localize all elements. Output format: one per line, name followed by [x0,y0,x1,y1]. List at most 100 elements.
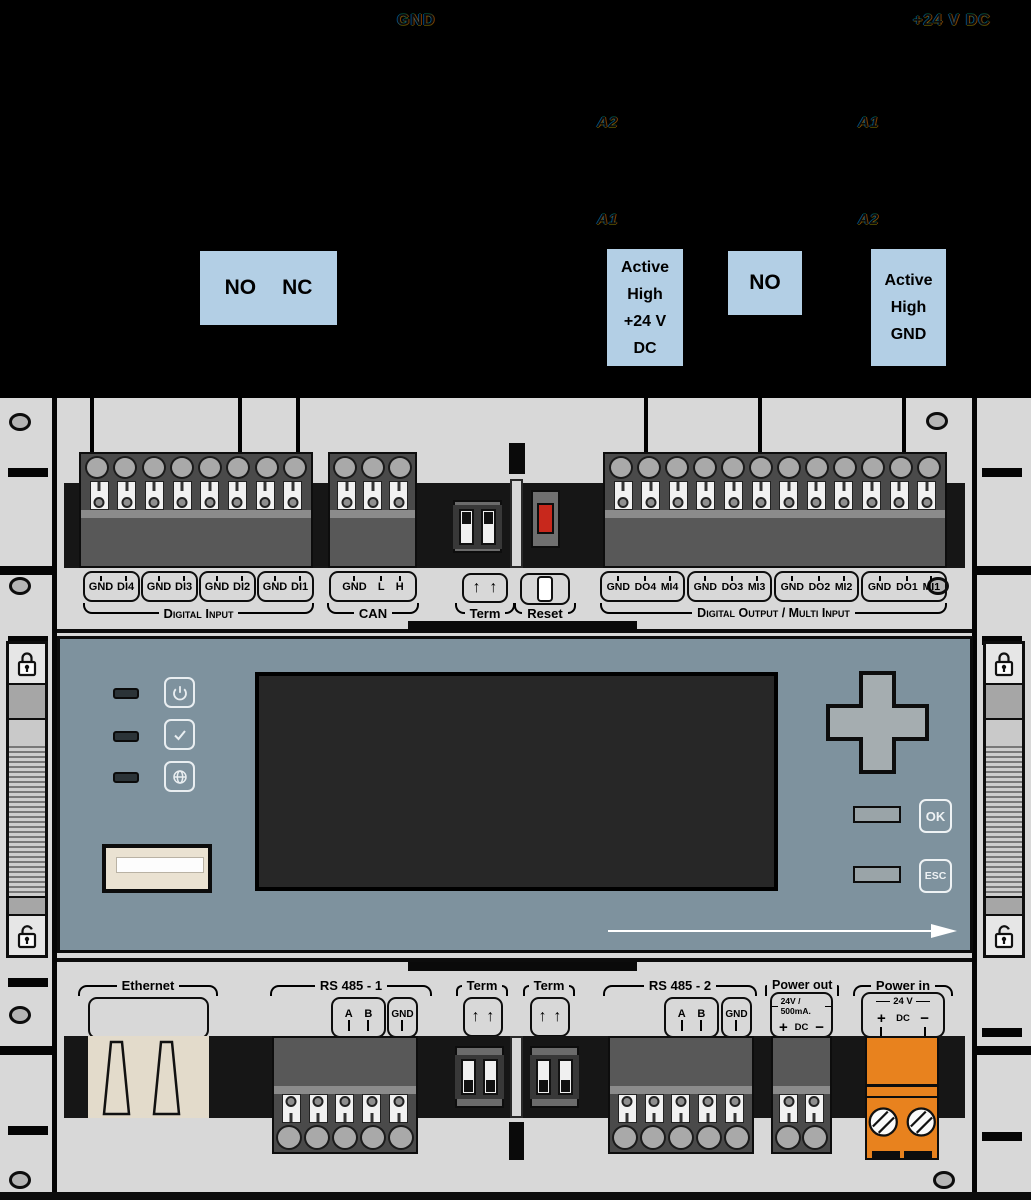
right-rail-border [972,398,977,1196]
terminal-screw[interactable] [332,1125,358,1150]
terminal-screw[interactable] [749,456,773,479]
terminal-screw[interactable] [861,456,885,479]
term1-arrows-box: ↑↑ [463,997,503,1037]
minus-terminal-label: − [815,1019,824,1036]
dip-switch-1[interactable] [536,1059,551,1095]
terminal-screw[interactable] [141,456,166,479]
terminal-screw[interactable] [282,456,307,479]
terminal-screw[interactable] [387,456,412,479]
terminal-screw[interactable] [360,456,385,479]
terminal-screw[interactable] [113,456,138,479]
do1-wire [902,398,906,458]
screw-row [610,1123,752,1152]
digital-input-terminal-block[interactable] [79,452,313,568]
terminal-label: MI3 [747,580,766,593]
terminal-screw[interactable] [169,456,194,479]
power-in-terminal-block[interactable] [865,1036,939,1160]
reset-button[interactable] [537,503,554,534]
network-button[interactable] [164,761,195,792]
dip-switch-2[interactable] [558,1059,573,1095]
terminal-screw[interactable] [226,456,251,479]
rs485-1-terminal-block[interactable] [272,1036,418,1154]
rail-notch [8,468,48,477]
rail-divider [0,566,52,575]
no-nc-contact-box: NO NC [200,251,337,325]
terminal-label: GND [262,580,288,593]
can-terminal-block[interactable] [328,452,417,568]
terminal-screw[interactable] [721,456,745,479]
minus-terminal-label: − [920,1010,929,1027]
dc-label: DC [794,1022,809,1033]
terminal-screw[interactable] [254,456,279,479]
terminal-screw[interactable] [609,456,633,479]
terminal-screw[interactable] [696,1125,722,1150]
can-term-dip-switch[interactable] [453,500,502,553]
terminal-screw[interactable] [917,456,941,479]
block-body [330,518,415,566]
lock-closed-icon [986,644,1022,683]
terminal-slot [725,1094,745,1123]
terminal-slot [389,481,408,510]
dpad-navigation-button[interactable] [825,670,930,775]
digital-output-terminal-block[interactable] [603,452,947,568]
block-body [773,1038,830,1086]
confirm-button[interactable] [164,719,195,750]
terminal-screw[interactable] [889,456,913,479]
usb-port[interactable] [102,844,212,893]
terminal-screw[interactable] [198,456,223,479]
esc-button[interactable]: ESC [919,859,952,893]
dip-switch-1[interactable] [461,1059,476,1095]
terminal-screw[interactable] [388,1125,414,1150]
block-bar [605,510,945,518]
terminal-screw[interactable] [360,1125,386,1150]
plus-terminal-label: + [877,1010,886,1027]
power-button[interactable] [164,677,195,708]
rs485-2-term-dip-switch[interactable] [530,1046,579,1108]
slot-row [605,481,945,510]
terminal-screw[interactable] [777,456,801,479]
rail-notch [982,1132,1022,1141]
block-bar [610,1086,752,1094]
mount-hole [926,412,948,430]
terminal-screw[interactable] [612,1125,638,1150]
block-bar [330,510,415,518]
rs485-2-terminal-block[interactable] [608,1036,754,1154]
power-out-label-box: 24V / 500mA. + DC − [770,992,833,1038]
terminal-screw[interactable] [693,456,717,479]
terminal-screw[interactable] [304,1125,330,1150]
right-release-rail[interactable] [983,641,1025,958]
rs485-1-gnd-label-box: GND [387,997,418,1038]
terminal-screw[interactable] [665,456,689,479]
terminal-label: GND [867,580,892,593]
left-release-rail[interactable] [6,641,48,958]
rs485-1-term-dip-switch[interactable] [455,1046,504,1108]
terminal-screw[interactable] [637,456,661,479]
esc-key-slot[interactable] [853,866,901,883]
power-in-screws [867,1098,937,1146]
power-out-terminal-block[interactable] [771,1036,832,1154]
rail-gap [9,720,45,746]
dip-switch-2[interactable] [481,508,496,545]
dip-switch-2[interactable] [483,1059,498,1095]
ethernet-port[interactable] [88,1036,209,1118]
terminal-label: DI1 [291,580,309,593]
terminal-screw[interactable] [805,456,829,479]
terminal-screw[interactable] [802,1125,829,1150]
din-bus-bar-bottom [408,962,637,971]
terminal-screw[interactable] [833,456,857,479]
terminal-screw[interactable] [724,1125,750,1150]
terminal-screw[interactable] [276,1125,302,1150]
dip-inner [530,1055,579,1099]
terminal-screw[interactable] [333,456,358,479]
terminal-label: H [395,580,404,593]
dip-switch-1[interactable] [459,508,474,545]
terminal-screw[interactable] [668,1125,694,1150]
terminal-screw[interactable] [774,1125,801,1150]
terminal-slot [644,1094,664,1123]
terminal-screw[interactable] [85,456,110,479]
terminal-screw[interactable] [640,1125,666,1150]
rail-block [986,683,1022,720]
screw-row [330,454,415,481]
ok-button[interactable]: OK [919,799,952,833]
ok-key-slot[interactable] [853,806,901,823]
